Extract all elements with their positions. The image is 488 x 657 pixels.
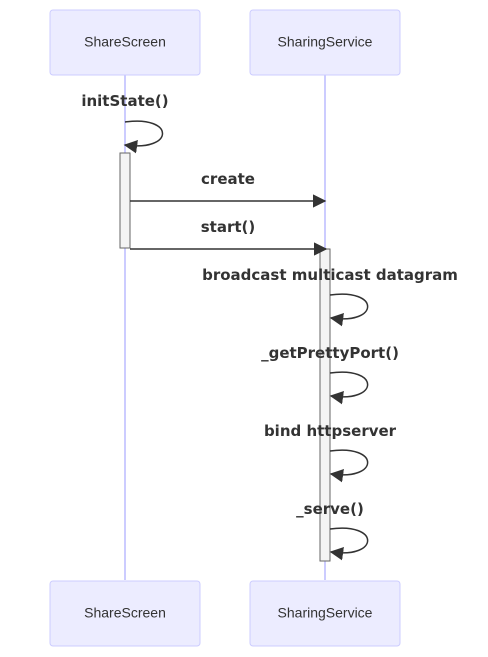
message-initstate: initState() bbox=[81, 92, 169, 154]
message-broadcast: broadcast multicast datagram bbox=[202, 266, 458, 327]
message-arrow bbox=[329, 371, 369, 405]
actor-sharescreen-bottom: ShareScreen bbox=[49, 580, 201, 647]
actor-sharingservice-bottom: SharingService bbox=[249, 580, 401, 647]
message-create: create bbox=[130, 170, 327, 208]
actor-label: SharingService bbox=[278, 34, 373, 50]
message-label: _getPrettyPort() bbox=[261, 344, 399, 362]
actor-label: ShareScreen bbox=[84, 34, 166, 50]
message-arrow bbox=[329, 449, 369, 483]
message-arrow bbox=[329, 293, 369, 327]
message-getprettyport: _getPrettyPort() bbox=[261, 344, 399, 405]
actor-sharescreen-top: ShareScreen bbox=[49, 9, 201, 76]
message-label: start() bbox=[201, 218, 256, 236]
message-arrow bbox=[329, 527, 369, 561]
message-bind-httpserver: bind httpserver bbox=[264, 422, 397, 483]
message-label: bind httpserver bbox=[264, 422, 397, 440]
actor-label: SharingService bbox=[278, 605, 373, 621]
actor-sharingservice-top: SharingService bbox=[249, 9, 401, 76]
message-serve: _serve() bbox=[296, 500, 369, 561]
message-start: start() bbox=[130, 218, 328, 256]
actor-label: ShareScreen bbox=[84, 605, 166, 621]
message-arrow bbox=[123, 120, 164, 154]
message-label: initState() bbox=[81, 92, 168, 110]
activation-sharescreen bbox=[119, 152, 131, 249]
message-label: create bbox=[201, 170, 255, 188]
message-label: _serve() bbox=[296, 500, 364, 518]
message-label: broadcast multicast datagram bbox=[202, 266, 458, 284]
